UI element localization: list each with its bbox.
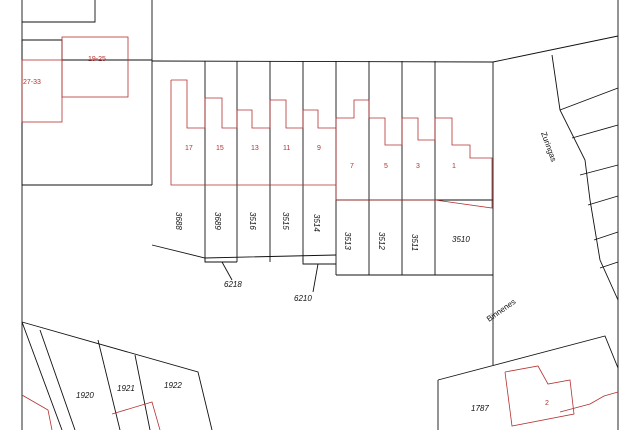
parcel-label-1921: 1921 xyxy=(117,384,135,393)
parcel-label-3512: 3512 xyxy=(377,232,386,250)
house-number-27-33: 27-33 xyxy=(23,79,41,86)
parcel-label-6218: 6218 xyxy=(224,280,242,289)
house-number-19-25: 19-25 xyxy=(88,56,106,63)
street-name-zuringas: Zuringas xyxy=(539,131,558,163)
parcel-label-1920: 1920 xyxy=(76,391,94,400)
parcel-labels: 3688 3689 3516 3515 3514 3513 3512 3511 … xyxy=(76,212,489,413)
label-leaders xyxy=(221,261,319,293)
building-outlines xyxy=(21,36,619,430)
parcel-label-3689: 3689 xyxy=(213,212,222,230)
house-number-7: 7 xyxy=(350,163,354,170)
house-number-1: 1 xyxy=(452,163,456,170)
house-number-9: 9 xyxy=(317,145,321,152)
street-name-binnenes: Binnenes xyxy=(485,297,517,324)
parcel-label-3513: 3513 xyxy=(343,232,352,250)
street-labels: Zuringas Binnenes xyxy=(485,131,558,324)
house-number-labels: 17 15 13 11 9 7 5 3 1 19-25 27-33 2 xyxy=(23,56,549,407)
house-number-5: 5 xyxy=(384,163,388,170)
parcel-label-3511: 3511 xyxy=(410,234,419,251)
house-number-11: 11 xyxy=(283,145,290,152)
house-number-17: 17 xyxy=(185,145,193,152)
house-number-3: 3 xyxy=(416,163,420,170)
parcel-label-3515: 3515 xyxy=(281,212,290,230)
house-number-13: 13 xyxy=(251,145,259,152)
parcel-label-1922: 1922 xyxy=(164,381,182,390)
house-number-2: 2 xyxy=(545,400,549,407)
parcel-label-3688: 3688 xyxy=(174,212,183,230)
parcel-label-3510: 3510 xyxy=(452,235,470,244)
parcel-label-1787: 1787 xyxy=(471,404,489,413)
parcel-label-3516: 3516 xyxy=(248,212,257,230)
parcel-label-6210: 6210 xyxy=(294,294,312,303)
parcel-label-3514: 3514 xyxy=(312,214,321,232)
house-number-15: 15 xyxy=(216,145,224,152)
